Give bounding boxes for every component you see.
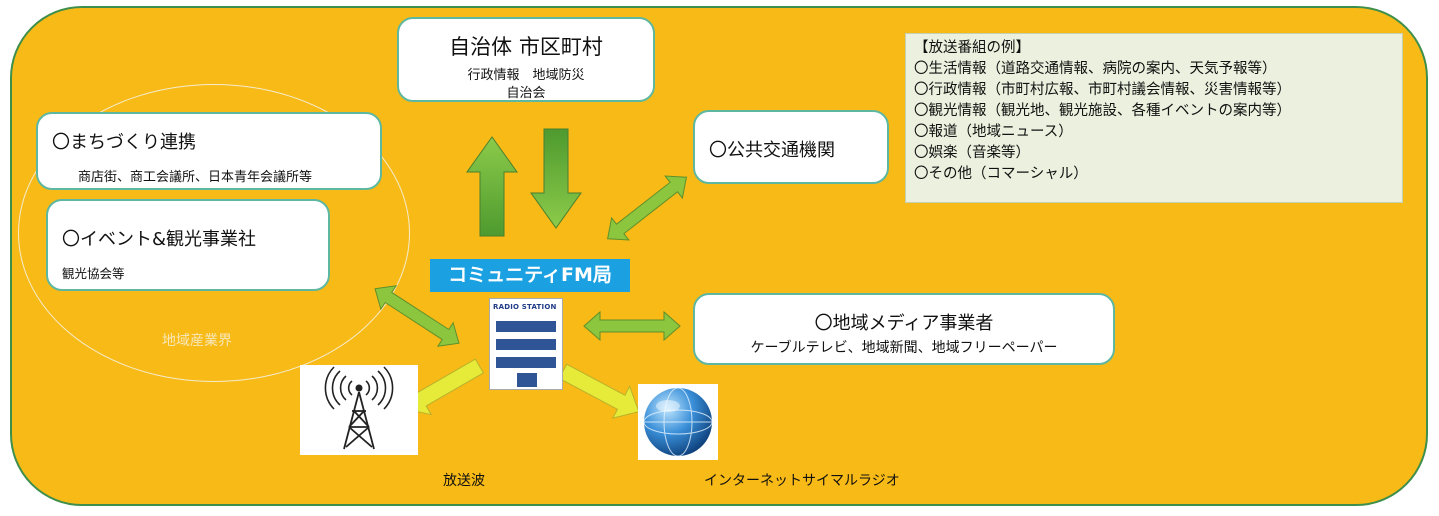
program-example-item: 〇報道（地域ニュース） xyxy=(914,124,1073,140)
radio-tower-icon xyxy=(300,365,418,455)
radio-station-sign: RADIO STATION xyxy=(493,303,557,311)
local-government-line1: 行政情報 地域防災 xyxy=(467,68,585,83)
community-fm-label: コミュニティFM局 xyxy=(430,259,630,292)
radio-station-building-icon: RADIO STATION xyxy=(489,298,563,390)
local-government-title: 自治体 市区町村 xyxy=(449,35,603,59)
globe-icon xyxy=(638,384,718,460)
fm-media-arrow xyxy=(583,310,681,342)
program-examples-title: 【放送番組の例】 xyxy=(914,40,1030,56)
media-box: 〇地域メディア事業者 ケーブルテレビ、地域新聞、地域フリーペーパー xyxy=(693,293,1115,365)
transport-box: 〇公共交通機関 xyxy=(693,110,889,184)
industry-circle xyxy=(18,84,410,382)
machizukuri-box: 〇まちづくり連携 商店街、商工会議所、日本青年会議所等 xyxy=(36,112,382,190)
machizukuri-title: 〇まちづくり連携 xyxy=(52,132,196,153)
down-arrow xyxy=(530,128,582,229)
transport-title: 〇公共交通機関 xyxy=(709,140,835,161)
local-government-line2: 自治会 xyxy=(506,86,546,101)
industry-label: 地域産業界 xyxy=(162,333,232,349)
media-sub: ケーブルテレビ、地域新聞、地域フリーペーパー xyxy=(750,340,1058,356)
program-example-item: 〇娯楽（音楽等） xyxy=(914,145,1030,161)
program-examples-box: 【放送番組の例】 〇生活情報（道路交通情報、病院の案内、天気予報等） 〇行政情報… xyxy=(905,33,1403,203)
program-example-item: 〇その他（コマーシャル） xyxy=(914,166,1088,182)
event-box: 〇イベント&観光事業社 観光協会等 xyxy=(46,199,330,291)
media-title: 〇地域メディア事業者 xyxy=(814,313,994,334)
program-example-item: 〇行政情報（市町村広報、市町村議会情報、災害情報等） xyxy=(914,82,1291,98)
internet-caption: インターネットサイマルラジオ xyxy=(704,473,900,489)
broadcast-caption: 放送波 xyxy=(443,473,485,489)
event-title: 〇イベント&観光事業社 xyxy=(62,229,257,250)
event-sub: 観光協会等 xyxy=(62,266,125,281)
internet-arrow xyxy=(558,363,640,419)
program-example-item: 〇観光情報（観光地、観光施設、各種イベントの案内等） xyxy=(914,103,1291,119)
up-arrow xyxy=(466,136,518,237)
local-government-box: 自治体 市区町村 行政情報 地域防災 自治会 xyxy=(397,17,655,102)
machizukuri-sub: 商店街、商工会議所、日本青年会議所等 xyxy=(78,170,313,185)
program-example-item: 〇生活情報（道路交通情報、病院の案内、天気予報等） xyxy=(914,61,1277,77)
fm-industry-arrow xyxy=(374,285,460,347)
fm-transport-arrow xyxy=(607,175,687,241)
